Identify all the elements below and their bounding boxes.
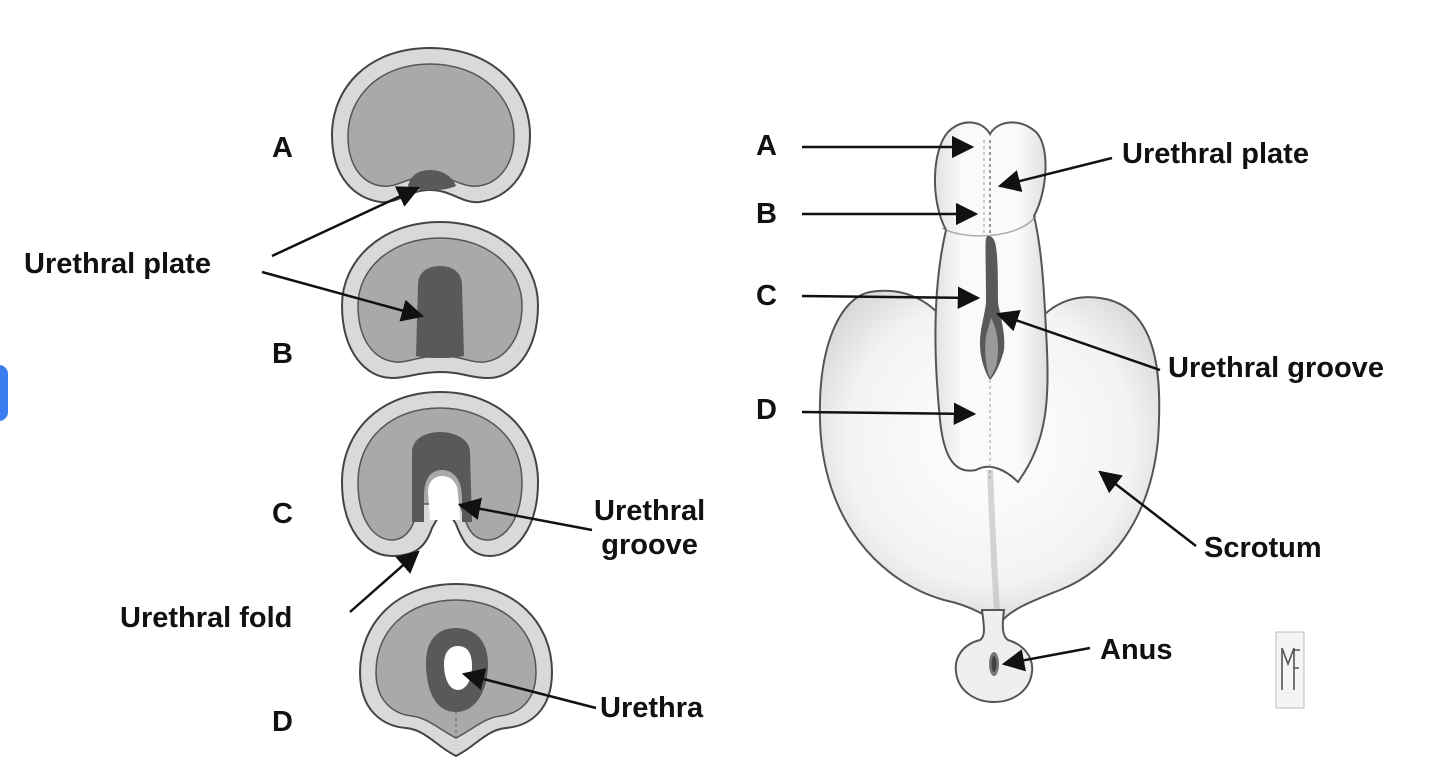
right-arrows (801, 135, 1197, 672)
label-urethral-plate-right: Urethral plate (1122, 138, 1309, 170)
arrow-groove-c (457, 497, 593, 532)
arrow-scrotum (1098, 470, 1197, 547)
label-urethral-groove-right: Urethral groove (1168, 352, 1384, 384)
section-a (330, 46, 532, 204)
label-urethra: Urethra (600, 692, 704, 724)
arrow-plate-right (997, 156, 1113, 193)
label-urethral-groove-left: Urethral groove (594, 495, 706, 562)
right-letter-b: B (756, 198, 777, 230)
left-letter-b: B (272, 338, 293, 370)
arrow-fold-c (349, 550, 420, 613)
edge-indicator (0, 365, 8, 421)
label-scrotum: Scrotum (1204, 532, 1322, 564)
section-b (340, 220, 540, 380)
external-genitalia (818, 121, 1161, 704)
left-arrows (261, 186, 597, 710)
arrow-plate-a (271, 186, 421, 258)
section-d (358, 582, 554, 758)
right-letter-a: A (756, 130, 777, 162)
right-letter-c: C (756, 280, 777, 312)
left-letter-d: D (272, 706, 293, 738)
section-c (340, 390, 540, 558)
right-letter-d: D (756, 394, 777, 426)
arrow-level-c (801, 286, 981, 310)
label-anus: Anus (1100, 634, 1173, 666)
left-letter-c: C (272, 498, 293, 530)
arrow-level-d (801, 402, 977, 426)
label-urethral-fold: Urethral fold (120, 602, 293, 634)
arrow-anus (1001, 646, 1091, 672)
arrow-plate-b (261, 270, 425, 322)
arrow-groove-right (995, 309, 1161, 372)
artist-monogram (1275, 631, 1305, 709)
arrow-urethra-d (461, 668, 597, 710)
left-letter-a: A (272, 132, 293, 164)
label-urethral-plate-left: Urethral plate (24, 248, 211, 280)
